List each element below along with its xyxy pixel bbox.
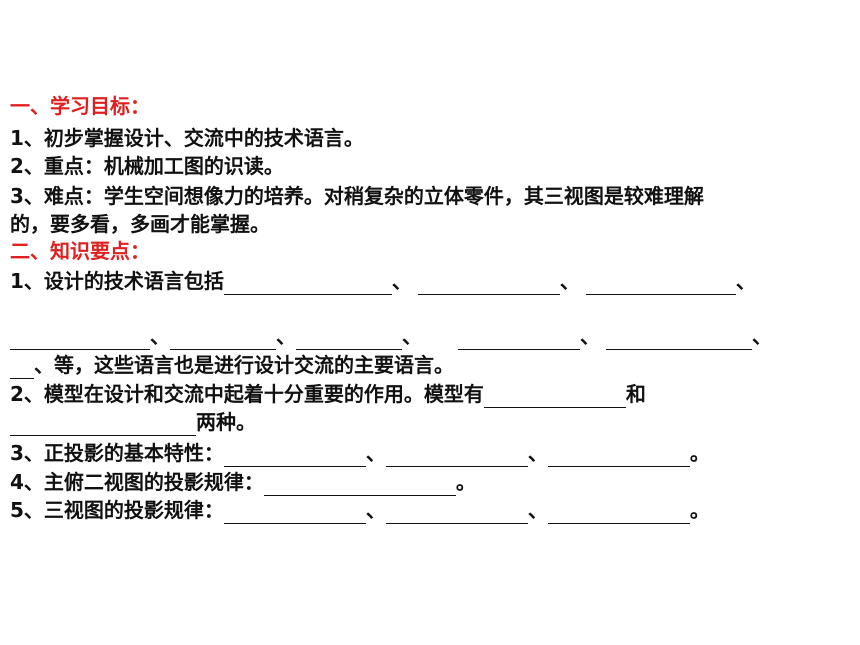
separator: 、 [365,498,386,522]
question-4: 4、主俯二视图的投影规律： 。 [10,468,476,496]
knowledge-heading: 二、知识要点： [10,239,150,263]
objective-item-3-line-1: 3、难点：学生空间想像力的培养。对稍复杂的立体零件，其三视图是较难理解 [10,184,704,208]
answer-blank[interactable] [483,385,626,408]
question-2-and: 和 [625,382,646,406]
question-1-prefix: 1、设计的技术语言包括 [10,269,224,293]
answer-blank[interactable] [296,327,402,350]
answer-blank[interactable] [385,501,528,524]
answer-blank[interactable] [385,444,528,467]
answer-blank[interactable] [223,501,366,524]
separator: 、 [735,269,756,293]
separator: 、 [580,324,600,348]
answer-blank[interactable] [170,327,276,350]
question-1-suffix: 、等，这些语言也是进行设计交流的主要语言。 [34,353,454,377]
question-2-suffix: 两种。 [196,410,256,434]
end-mark: 。 [689,498,710,522]
answer-blank[interactable] [223,444,366,467]
answer-blank[interactable] [10,356,34,379]
question-1-line-2: 、 、 、 、 、 [10,322,772,350]
answer-blank[interactable] [458,327,580,350]
separator: 、 [402,324,422,348]
question-3: 3、正投影的基本特性： 、 、 。 [10,439,710,467]
question-5-prefix: 5、三视图的投影规律： [10,498,224,522]
answer-blank[interactable] [417,272,560,295]
answer-blank[interactable] [223,272,392,295]
objective-item-1: 1、初步掌握设计、交流中的技术语言。 [10,126,364,150]
question-1-line-3: 、等，这些语言也是进行设计交流的主要语言。 [10,351,454,379]
separator: 、 [527,498,548,522]
question-3-prefix: 3、正投影的基本特性： [10,441,224,465]
question-5: 5、三视图的投影规律： 、 、 。 [10,496,710,524]
answer-blank[interactable] [585,272,736,295]
separator: 、 [391,269,412,293]
answer-blank[interactable] [263,473,456,496]
answer-blank[interactable] [547,501,690,524]
objective-item-2: 2、重点：机械加工图的识读。 [10,154,284,178]
objectives-heading: 一、学习目标： [10,94,150,118]
separator: 、 [559,269,580,293]
end-mark: 。 [455,470,476,494]
separator: 、 [752,324,772,348]
separator: 、 [150,324,170,348]
question-4-prefix: 4、主俯二视图的投影规律： [10,470,264,494]
question-2-prefix: 2、模型在设计和交流中起着十分重要的作用。模型有 [10,382,484,406]
answer-blank[interactable] [547,444,690,467]
question-2-line-2: 两种。 [10,408,256,436]
separator: 、 [276,324,296,348]
question-1-line-1: 1、设计的技术语言包括 、 、 、 [10,267,756,295]
separator: 、 [365,441,386,465]
answer-blank[interactable] [10,327,150,350]
objective-item-3-line-2: 的，要多看，多画才能掌握。 [10,212,270,236]
answer-blank[interactable] [10,413,196,436]
end-mark: 。 [689,441,710,465]
separator: 、 [527,441,548,465]
question-2-line-1: 2、模型在设计和交流中起着十分重要的作用。模型有 和 [10,380,646,408]
answer-blank[interactable] [606,327,752,350]
